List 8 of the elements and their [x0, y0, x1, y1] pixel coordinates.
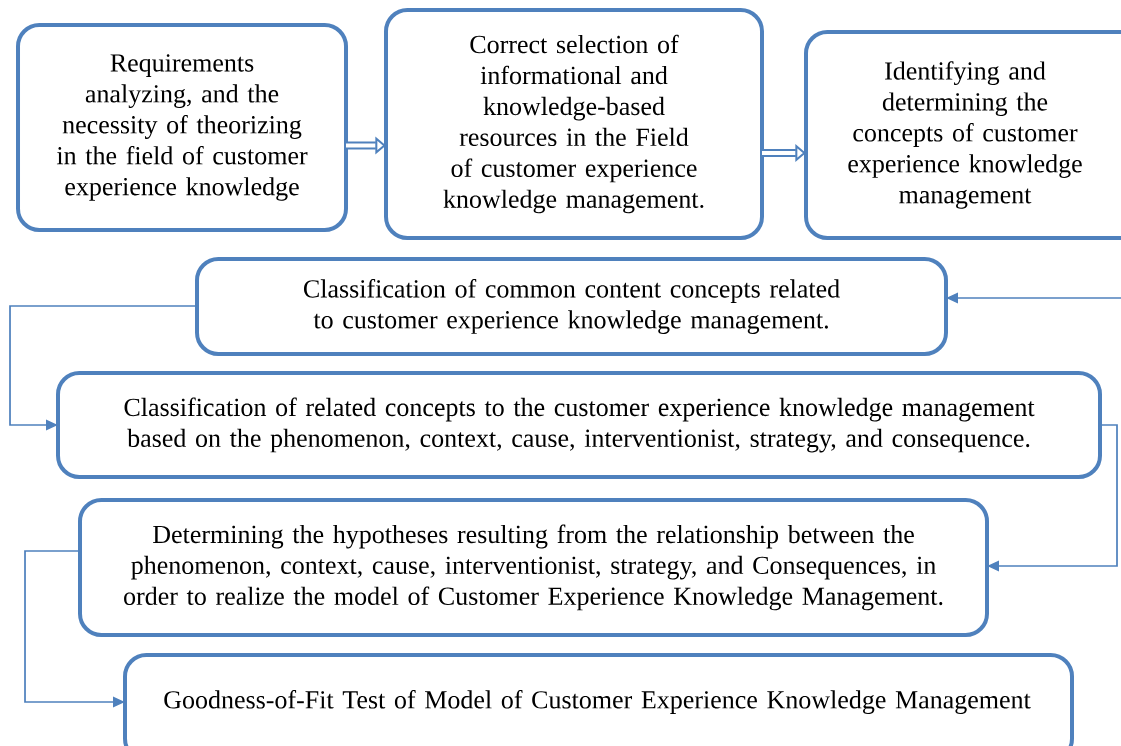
process-box: Identifying and determining the concepts of customer experience knowledge management	[804, 30, 1121, 240]
process-box: Goodness-of-Fit Test of Model of Customer Experience Knowledge Management	[123, 653, 1074, 746]
process-box: Requirements analyzing, and the necessity of theorizing in the field of customer experience knowledge	[16, 23, 348, 232]
arrow	[9, 305, 198, 431]
process-box: Classification of common content concepts related to customer experience knowledge management.	[195, 257, 948, 356]
process-box: Correct selection of informational and knowledge-based resources in the Field of customer experience knowledge management.	[384, 8, 764, 240]
process-box: Classification of related concepts to the customer experience knowledge management based on the phenomenon, context, cause, interventionist, strategy, and consequence.	[56, 371, 1102, 479]
process-box: Determining the hypotheses resulting from the relationship between the phenomenon, context, cause, interventionist, strategy, and Consequences, in order to realize the model of Customer Experience Knowledge Management.	[78, 498, 989, 637]
